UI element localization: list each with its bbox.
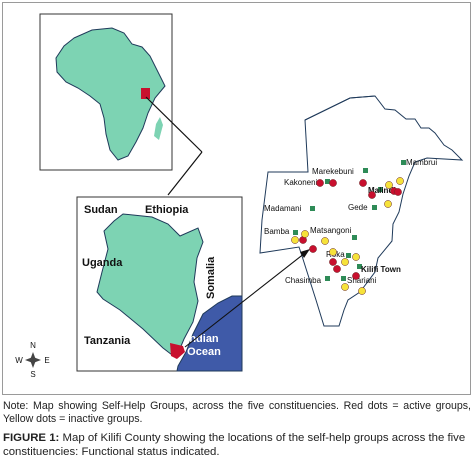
marker-malindi (378, 187, 383, 192)
inactive-group-dot (341, 258, 349, 266)
place-label-madamani: Madamani (264, 204, 302, 213)
marker-shariani (341, 276, 346, 281)
caption-text: Map of Kilifi County showing the locatio… (3, 432, 466, 458)
active-group-dot (352, 272, 360, 280)
kenya-inset: Sudan Ethiopia Uganda Somalia Tanzania I… (76, 196, 243, 372)
marker-bamba (293, 230, 298, 235)
label-tanzania: Tanzania (84, 335, 131, 347)
kilifi-county-highlight (170, 343, 185, 359)
map-figure: Sudan Ethiopia Uganda Somalia Tanzania I… (15, 13, 464, 379)
inactive-group-dot (384, 200, 392, 208)
active-group-dot (359, 179, 367, 187)
connector-africa-line (145, 96, 203, 153)
caption-label: FIGURE 1: (3, 432, 60, 444)
figure-caption: FIGURE 1: Map of Kilifi County showing t… (3, 431, 471, 459)
compass-north: N (30, 341, 36, 350)
active-group-dot (329, 179, 337, 187)
compass-south: S (30, 370, 35, 379)
marker-gede (372, 205, 377, 210)
active-group-dot (394, 188, 402, 196)
inactive-group-dot (385, 181, 393, 189)
active-group-dot (333, 265, 341, 273)
label-somalia: Somalia (205, 256, 217, 299)
compass-needle-horizontal (25, 357, 41, 363)
place-label-bamba: Bamba (264, 227, 290, 236)
place-label-shariani: Shariani (347, 276, 377, 285)
pointer-arrow-head (300, 249, 310, 258)
active-group-dot (329, 258, 337, 266)
group-dots (291, 177, 404, 295)
kilifi-county-outline (259, 95, 464, 327)
label-sudan: Sudan (84, 204, 118, 216)
kenya-highlight (141, 88, 150, 99)
inactive-group-dot (396, 177, 404, 185)
marker-roka (346, 253, 351, 258)
active-group-dot (368, 191, 376, 199)
inactive-group-dot (321, 237, 329, 245)
place-label-kakoneni: Kakoneni (284, 178, 318, 187)
compass-east: E (44, 356, 49, 365)
marker-kakoneni (325, 179, 330, 184)
kilifi-detail-map (259, 95, 464, 327)
marker-chasimba (325, 276, 330, 281)
active-group-dot (309, 245, 317, 253)
africa-continent (55, 27, 166, 161)
place-label-chasimba: Chasimba (285, 276, 322, 285)
kilifi-outline-detail (304, 95, 376, 121)
place-markers (293, 160, 406, 281)
marker-kilifi-town (357, 264, 362, 269)
compass-rose: N E S W (15, 341, 49, 379)
place-label-kilifi-town: Kilifi Town (361, 265, 401, 274)
connector-lines (145, 96, 203, 196)
place-label-marekebuni: Marekebuni (312, 167, 354, 176)
marker-madamani (310, 206, 315, 211)
place-label-gede: Gede (348, 203, 368, 212)
africa-inset (39, 13, 173, 171)
connector-kenya-line (167, 151, 203, 196)
inactive-group-dot (329, 248, 337, 256)
pointer-arrow-line (184, 252, 306, 348)
marker-matsangoni (352, 235, 357, 240)
label-ethiopia: Ethiopia (145, 204, 189, 216)
marker-mambrui (401, 160, 406, 165)
compass-west: W (15, 356, 23, 365)
inactive-group-dot (341, 283, 349, 291)
ocean-label-line-2: Ocean (187, 346, 221, 358)
kenya-country (96, 213, 204, 359)
label-uganda: Uganda (82, 257, 123, 269)
pointer-arrow (184, 249, 310, 348)
label-indian-ocean: Indian Ocean (186, 333, 221, 358)
inactive-group-dot (358, 287, 366, 295)
place-label-matsangoni: Matsangoni (310, 226, 352, 235)
inactive-group-dot (301, 230, 309, 238)
map-note: Note: Map showing Self-Help Groups, acro… (3, 400, 471, 425)
inactive-group-dot (291, 236, 299, 244)
inactive-group-dot (352, 253, 360, 261)
active-group-dot (316, 179, 324, 187)
madagascar (154, 117, 163, 140)
ocean-label-line-1: Indian (186, 333, 219, 345)
place-label-malindi: Malindi (368, 186, 396, 195)
place-label-mambrui: Mambrui (406, 158, 437, 167)
marker-marekebuni (363, 168, 368, 173)
